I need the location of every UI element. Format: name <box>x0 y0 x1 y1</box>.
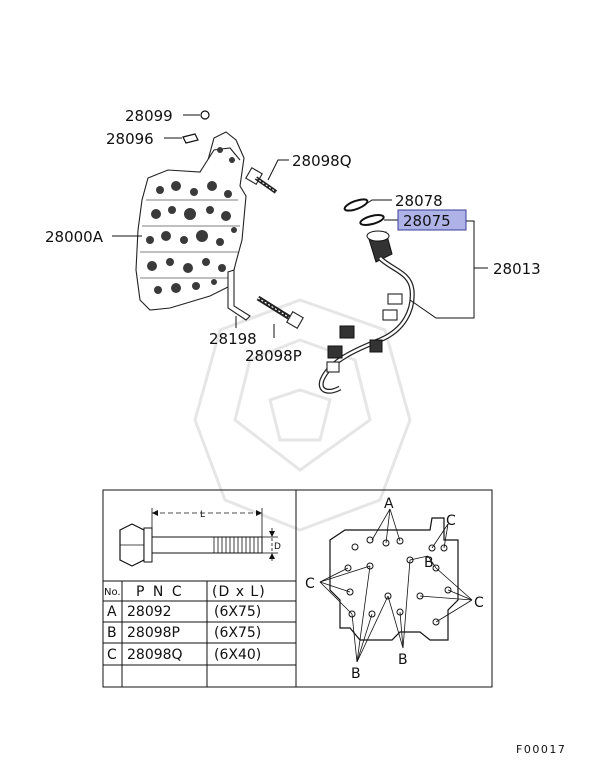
figure-code: F00017 <box>516 743 566 756</box>
o-ring-28078-illustration <box>343 198 369 212</box>
o-ring-28075-illustration <box>359 214 385 226</box>
callout-28075[interactable]: 28075 <box>403 212 451 230</box>
watermark-emblem <box>193 298 412 532</box>
highlight-28075 <box>397 209 467 231</box>
table-row-a-no: A <box>107 604 117 620</box>
plate-label-a: A <box>384 496 394 512</box>
table-row-a-size: (6X75) <box>214 604 261 620</box>
plate-label-b-bottom-left: B <box>351 666 361 682</box>
plate-label-b-right: B <box>424 555 434 571</box>
bolt-28098p-illustration <box>256 295 304 329</box>
dim-l-label: L <box>200 510 205 520</box>
pin-28099-illustration <box>200 110 210 120</box>
callout-28198[interactable]: 28198 <box>209 330 257 348</box>
plate-label-b-bottom-mid: B <box>398 652 408 668</box>
detail-box <box>102 489 493 688</box>
bolt-28098q-illustration <box>245 167 278 194</box>
plate-label-c-left: C <box>305 576 315 592</box>
leader-lines <box>112 114 488 338</box>
plug-28096-illustration <box>182 133 199 144</box>
table-row-c-no: C <box>107 647 117 663</box>
table-row-a-pnc[interactable]: 28092 <box>127 604 172 620</box>
table-header-pnc: P N C <box>136 584 184 600</box>
plate-28198-illustration <box>227 269 251 321</box>
table-row-c-pnc[interactable]: 28098Q <box>127 647 183 663</box>
wiring-harness-28013-illustration <box>318 230 415 394</box>
callout-28098q[interactable]: 28098Q <box>292 152 352 170</box>
plate-label-c-top-right: C <box>446 513 456 529</box>
table-row-c-size: (6X40) <box>214 647 261 663</box>
bolt-table-grid <box>103 580 296 687</box>
dim-d-label: D <box>274 542 281 552</box>
table-row-b-pnc[interactable]: 28098P <box>127 625 180 641</box>
bolt-location-plate <box>319 508 473 663</box>
plate-label-c-right: C <box>474 595 484 611</box>
callout-28098p[interactable]: 28098P <box>245 347 302 365</box>
callout-28099[interactable]: 28099 <box>125 107 173 125</box>
valve-body-illustration <box>135 131 247 311</box>
bolt-dimension-drawing <box>119 508 278 567</box>
callout-28096[interactable]: 28096 <box>106 130 154 148</box>
callout-28013[interactable]: 28013 <box>493 260 541 278</box>
callout-28000a[interactable]: 28000A <box>45 228 104 246</box>
table-header-no: No. <box>104 587 121 598</box>
callout-28078[interactable]: 28078 <box>395 192 443 210</box>
table-row-b-no: B <box>107 625 117 641</box>
table-row-b-size: (6X75) <box>214 625 261 641</box>
table-header-size: (D x L) <box>212 584 266 600</box>
